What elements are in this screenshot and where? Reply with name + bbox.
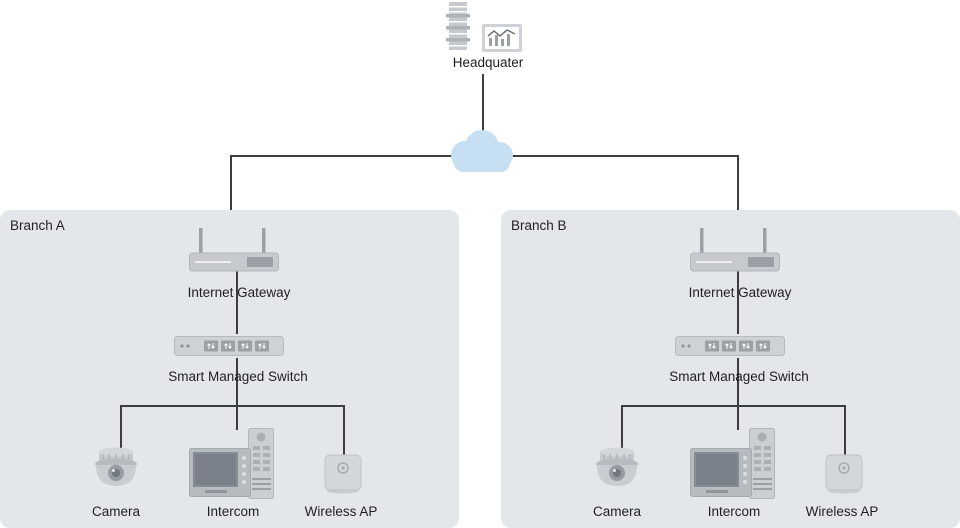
- wireless-ap-icon: [322, 453, 364, 495]
- camera-icon: [90, 446, 142, 496]
- connector-bus-to-intercom-b: [737, 405, 739, 430]
- headquarter-label: Headquater: [452, 55, 524, 70]
- connector-switch-to-bus-b: [737, 358, 739, 406]
- wireless-ap-label: Wireless AP: [805, 504, 879, 519]
- intercom-icon: [690, 428, 778, 500]
- connector-bus-to-ap-b: [844, 405, 846, 455]
- switch-label: Smart Managed Switch: [168, 369, 308, 384]
- connector-bus-to-camera-a: [120, 405, 122, 448]
- intercom-icon: [189, 428, 277, 500]
- intercom-label: Intercom: [206, 504, 260, 519]
- cloud-icon: [441, 126, 521, 174]
- camera-icon: [591, 446, 643, 496]
- connector-hq-to-cloud: [482, 74, 484, 134]
- connector-gateway-to-switch-a: [236, 270, 238, 334]
- connector-bus-to-camera-b: [621, 405, 623, 448]
- wireless-ap-icon: [823, 453, 865, 495]
- connector-switch-to-bus-a: [236, 358, 238, 406]
- switch-label: Smart Managed Switch: [669, 369, 809, 384]
- chart-icon: [482, 24, 522, 52]
- connector-cloud-to-branch-a: [230, 155, 232, 253]
- connector-cloud-to-branch-b: [737, 155, 739, 253]
- gateway-label: Internet Gateway: [688, 285, 792, 300]
- connector-device-bus-b: [621, 405, 845, 407]
- switch-icon: [174, 334, 284, 358]
- wireless-ap-label: Wireless AP: [304, 504, 378, 519]
- connector-bus-to-intercom-a: [236, 405, 238, 430]
- switch-icon: [675, 334, 785, 358]
- internet-gateway-icon: [690, 228, 780, 276]
- connector-gateway-to-switch-b: [737, 270, 739, 334]
- connector-device-bus-a: [120, 405, 344, 407]
- branch-a-title: Branch A: [10, 218, 65, 233]
- branch-b-title: Branch B: [511, 218, 567, 233]
- camera-label: Camera: [91, 504, 140, 519]
- connector-bus-to-ap-a: [343, 405, 345, 455]
- gateway-label: Internet Gateway: [187, 285, 291, 300]
- building-icon: [444, 2, 472, 50]
- intercom-label: Intercom: [707, 504, 761, 519]
- camera-label: Camera: [592, 504, 641, 519]
- internet-gateway-icon: [189, 228, 279, 276]
